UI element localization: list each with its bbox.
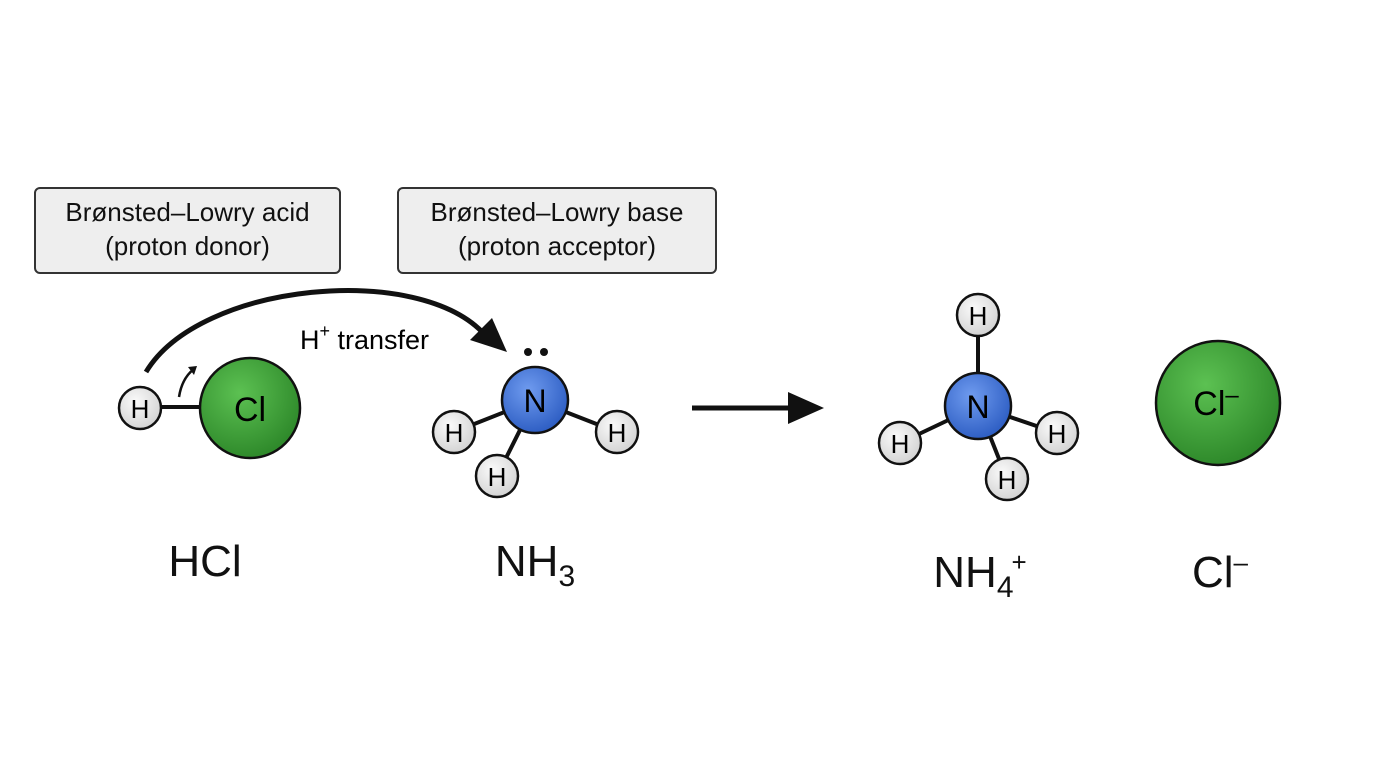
formula-cl-sup: – xyxy=(1233,547,1249,577)
base-label-box: Brønsted–Lowry base (proton acceptor) xyxy=(397,187,717,274)
nh4-ion: N H H H H xyxy=(877,292,1080,502)
hydrogen-atom-nh4-label: H xyxy=(891,429,910,459)
chloride-atom xyxy=(1154,339,1282,467)
base-label-subtitle: (proton acceptor) xyxy=(458,231,656,261)
formula-cl: Cl– xyxy=(1165,537,1275,598)
hydrogen-atom-nh3 xyxy=(431,409,477,455)
bond-break-arrowhead xyxy=(188,366,197,375)
lone-pair-dot xyxy=(540,348,548,356)
hydrogen-atom-hcl xyxy=(117,385,163,431)
base-label-title: Brønsted–Lowry base xyxy=(430,197,684,227)
acid-label-subtitle: (proton donor) xyxy=(105,231,270,261)
hydrogen-atom-nh3-label: H xyxy=(608,418,627,448)
chlorine-atom xyxy=(198,356,302,460)
nitrogen-atom-nh4 xyxy=(943,371,1013,441)
formula-nh4-sub: 4 xyxy=(996,571,1014,604)
proton-transfer-arrow xyxy=(143,288,507,374)
hydrogen-atom-nh3-label: H xyxy=(488,462,507,492)
hydrogen-atom-nh4-label: H xyxy=(1048,419,1067,449)
hydrogen-atom-nh3 xyxy=(474,453,520,499)
formula-nh4-sup: + xyxy=(1011,547,1027,577)
acid-label-box: Brønsted–Lowry acid (proton donor) xyxy=(34,187,341,274)
nitrogen-atom-nh3 xyxy=(500,365,570,435)
formula-hcl-text: HCl xyxy=(168,537,242,586)
hydrogen-atom-hcl-label: H xyxy=(131,394,150,424)
nitrogen-atom-nh3-label: N xyxy=(523,383,546,419)
hydrogen-atom-nh4 xyxy=(955,292,1001,338)
chloride-ion: Cl– xyxy=(1154,339,1282,467)
formula-nh3-base: NH xyxy=(494,537,559,586)
proton-transfer-arrowhead xyxy=(470,318,507,352)
formula-hcl: HCl xyxy=(140,537,270,587)
hydrogen-atom-nh4-label: H xyxy=(998,465,1017,495)
reaction-arrowhead xyxy=(788,392,824,424)
hydrogen-atom-nh4 xyxy=(1034,410,1080,456)
formula-nh3: NH3 xyxy=(470,537,600,602)
formula-nh3-sub: 3 xyxy=(558,560,576,593)
lone-pair-dot xyxy=(524,348,532,356)
bond-break-arrow xyxy=(177,368,195,398)
acid-label-title: Brønsted–Lowry acid xyxy=(65,197,310,227)
hydrogen-atom-nh4-label: H xyxy=(969,301,988,331)
reaction-arrow xyxy=(692,392,824,424)
transfer-label: H+ transfer xyxy=(300,321,429,355)
formula-nh4: NH4+ xyxy=(910,537,1050,613)
formula-cl-base: Cl xyxy=(1191,548,1234,597)
chlorine-atom-label: Cl xyxy=(234,391,266,429)
hydrogen-atom-nh3 xyxy=(594,409,640,455)
nh3-molecule: N H H H xyxy=(431,348,640,499)
chloride-atom-label: Cl– xyxy=(1193,382,1239,423)
hydrogen-atom-nh4 xyxy=(984,456,1030,502)
formula-nh4-base: NH xyxy=(933,548,997,597)
nitrogen-atom-nh4-label: N xyxy=(966,389,989,425)
hydrogen-atom-nh4 xyxy=(877,420,923,466)
hcl-molecule: Cl H xyxy=(117,356,302,460)
hydrogen-atom-nh3-label: H xyxy=(445,418,464,448)
